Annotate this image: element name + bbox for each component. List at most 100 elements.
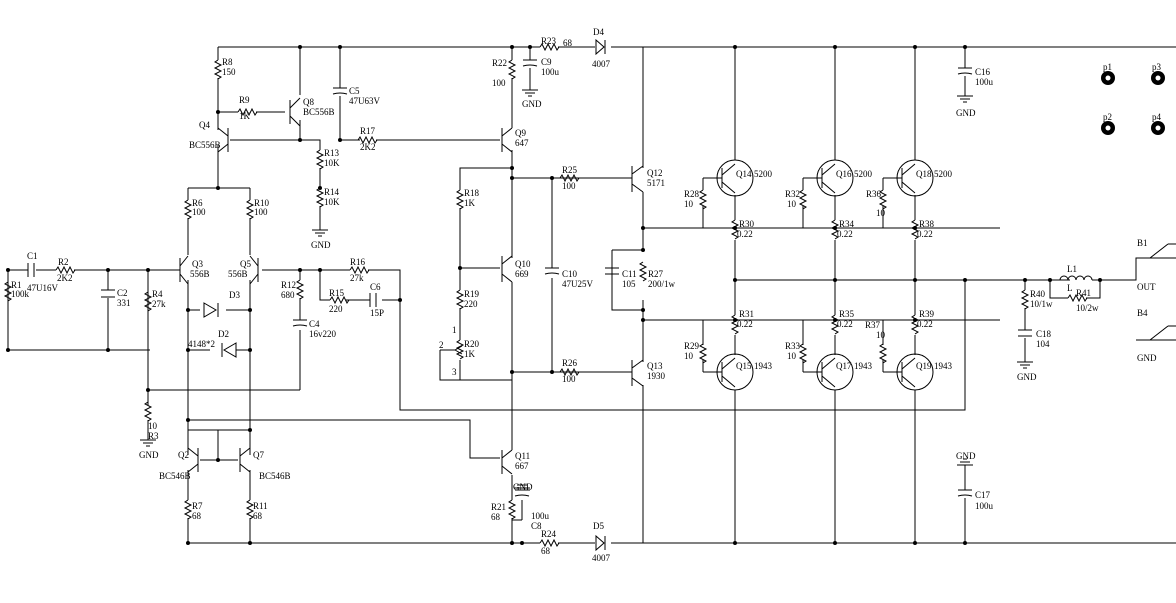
label-R36-value: 10	[876, 208, 886, 218]
label-R23: R23	[541, 36, 557, 46]
label-gnd-c16: GND	[956, 108, 976, 118]
label-R25-value: 100	[562, 181, 576, 191]
label-Q19: Q19	[916, 361, 932, 371]
label-R26-value: 100	[562, 374, 576, 384]
label-Q4-value: BC556B	[189, 140, 221, 150]
label-R28: R28	[684, 189, 700, 199]
label-R20-value: 1K	[464, 349, 476, 359]
label-C9-value: 100u	[541, 67, 560, 77]
label-Q17: Q17	[836, 361, 852, 371]
label-C18-value: 104	[1036, 339, 1050, 349]
label-R19: R19	[464, 289, 480, 299]
label-R33-value: 10	[787, 351, 797, 361]
label-R32: R32	[785, 189, 800, 199]
label-R21: R21	[491, 502, 506, 512]
label-R24: R24	[541, 529, 557, 539]
label-C1-value: 47U16V	[27, 283, 58, 293]
label-Q13: Q13	[647, 361, 663, 371]
label-D5-value: 4007	[592, 553, 611, 563]
label-R41-value: 10/2w	[1076, 303, 1099, 313]
label-C6-value: 15P	[370, 308, 384, 318]
label-R15: R15	[329, 288, 345, 298]
label-C8: C8	[531, 521, 542, 531]
label-R32-value: 10	[787, 199, 797, 209]
label-C16: C16	[975, 67, 991, 77]
label-Q18: Q18	[916, 169, 932, 179]
transistors	[179, 97, 934, 475]
label-R39: R39	[919, 309, 935, 319]
label-gnd-c9: GND	[522, 99, 542, 109]
label-pin1: 1	[452, 325, 457, 335]
label-C4: C4	[309, 319, 320, 329]
label-R4-value: 27k	[152, 299, 166, 309]
label-C18: C18	[1036, 329, 1052, 339]
label-R18-value: 1K	[464, 198, 476, 208]
label-R2-value: 2K2	[57, 273, 73, 283]
label-C2: C2	[117, 288, 128, 298]
label-R35-value: 0.22	[837, 319, 853, 329]
label-R11: R11	[253, 501, 268, 511]
label-R22-value: 100	[492, 78, 506, 88]
label-D3: D3	[229, 290, 240, 300]
label-R9-value: 1K	[239, 111, 251, 121]
label-C11-value: 105	[622, 279, 636, 289]
label-Q10-value: 669	[515, 269, 529, 279]
label-R1-value: 100k	[11, 289, 30, 299]
label-R6-value: 100	[192, 207, 206, 217]
label-B1: B1	[1137, 238, 1148, 248]
label-R14: R14	[324, 187, 340, 197]
label-R10: R10	[254, 198, 270, 208]
label-R37: R37	[865, 320, 881, 330]
label-C17-value: 100u	[975, 501, 994, 511]
wires	[7, 46, 1176, 544]
label-gnd-r14: GND	[311, 240, 331, 250]
label-Q8: Q8	[303, 97, 314, 107]
label-R24-value: 68	[541, 546, 551, 556]
label-C17: C17	[975, 490, 991, 500]
label-Q19-value: 1943	[934, 361, 953, 371]
label-Q5: Q5	[240, 259, 251, 269]
label-R3-value: 10	[148, 421, 158, 431]
label-p3: p3	[1152, 62, 1162, 72]
label-R38: R38	[919, 219, 935, 229]
label-R22: R22	[492, 58, 507, 68]
capacitors	[27, 59, 1032, 497]
label-C5-value: 47U63V	[349, 96, 380, 106]
label-Q12: Q12	[647, 168, 663, 178]
label-C5: C5	[349, 86, 360, 96]
label-D4: D4	[593, 27, 604, 37]
label-Q11: Q11	[515, 451, 530, 461]
label-R31: R31	[739, 309, 754, 319]
label-Q16: Q16	[836, 169, 852, 179]
label-C16-value: 100u	[975, 77, 994, 87]
label-R41: R41	[1076, 288, 1091, 298]
label-p4: p4	[1152, 112, 1162, 122]
label-C1: C1	[27, 251, 38, 261]
label-R9: R9	[239, 95, 250, 105]
label-B4: B4	[1137, 308, 1148, 318]
label-R1: R1	[11, 280, 22, 290]
label-D2: D2	[218, 329, 229, 339]
label-Q14-value: 5200	[754, 169, 773, 179]
label-R17: R17	[360, 126, 376, 136]
junction-dots	[6, 45, 1102, 545]
label-R35: R35	[839, 309, 855, 319]
label-Q11-value: 667	[515, 461, 529, 471]
label-R3: R3	[148, 431, 159, 441]
label-R7-value: 68	[192, 511, 202, 521]
label-Q3: Q3	[192, 259, 203, 269]
label-OUT: OUT	[1137, 282, 1156, 292]
output-terminals	[1149, 243, 1176, 341]
label-Q9: Q9	[515, 128, 526, 138]
label-D2-value: 4148*2	[188, 339, 215, 349]
label-R16: R16	[350, 257, 366, 267]
component-labels: R1 100k C1 47U16V R2 2K2 C2 331 R4 27k 1…	[11, 27, 1162, 563]
diodes	[203, 38, 606, 552]
label-R7: R7	[192, 501, 203, 511]
label-R17-value: 2K2	[360, 142, 376, 152]
label-pin3: 3	[452, 367, 457, 377]
label-D4-value: 4007	[592, 59, 611, 69]
label-R38-value: 0.22	[917, 229, 933, 239]
label-Q12-value: 5171	[647, 178, 665, 188]
